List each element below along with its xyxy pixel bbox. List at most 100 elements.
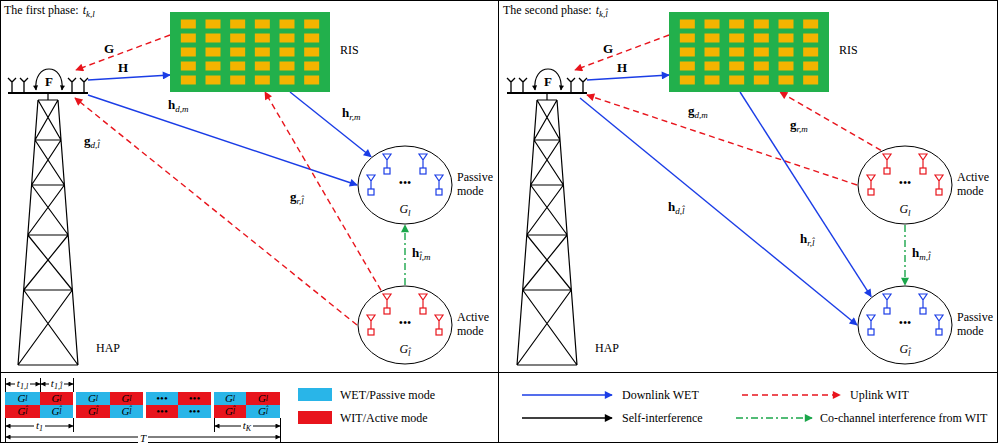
ris-element — [729, 20, 744, 29]
group-index: l — [233, 395, 235, 403]
ris-element — [206, 34, 221, 43]
ris-element — [779, 34, 794, 43]
ris-element — [230, 20, 245, 29]
user-symbol — [420, 168, 426, 174]
channel-label: G — [104, 42, 114, 55]
slot-cell: Gl — [5, 392, 40, 405]
group-symbol: G — [899, 342, 908, 356]
group-symbol: G — [51, 406, 59, 417]
ris-element — [729, 48, 744, 57]
user-group: •••Gl̂Active mode — [357, 285, 453, 365]
group-symbol: G — [17, 406, 25, 417]
group-index: l — [266, 395, 268, 403]
group-symbol: G — [225, 406, 233, 417]
group-name: Gl̂ — [857, 340, 953, 358]
legend-swatch — [298, 388, 332, 401]
group-outline — [358, 286, 452, 364]
signal-arrow — [75, 98, 357, 325]
user-symbol — [384, 168, 390, 174]
ris-element — [754, 20, 769, 29]
channel-symbol: h — [912, 245, 919, 260]
mode-label: Active mode — [457, 311, 497, 339]
signal-arrow — [88, 75, 170, 80]
group-index: l — [25, 395, 27, 403]
symbol: The second phase: — [503, 3, 592, 17]
user-symbol — [384, 308, 390, 314]
group-symbol: G — [225, 393, 233, 404]
user-symbol — [868, 329, 874, 335]
math-label: T — [138, 431, 148, 443]
ris-element — [779, 48, 794, 57]
group-outline — [858, 146, 952, 224]
ris-panel: RIS — [669, 12, 829, 92]
symbol: t — [243, 419, 246, 431]
ris-element — [280, 48, 295, 57]
signal-arrow — [780, 92, 881, 150]
user-symbol — [368, 329, 374, 335]
antenna-symbol — [867, 175, 875, 189]
group-name: Gl̂ — [357, 340, 453, 358]
mode-label: Passive mode — [457, 171, 497, 199]
legend-text: WIT/Active mode — [340, 412, 428, 424]
ris-element — [206, 48, 221, 57]
ris-element — [680, 20, 695, 29]
ris-element — [304, 62, 319, 71]
user-symbol — [920, 168, 926, 174]
group-index: l — [129, 395, 131, 403]
subscript: r,l̂ — [807, 238, 814, 248]
ris-element — [230, 34, 245, 43]
slot-cell: ••• — [178, 405, 211, 418]
ris-element — [255, 76, 270, 85]
hap-label: HAP — [595, 342, 619, 354]
ris-element — [206, 62, 221, 71]
ris-element — [779, 62, 794, 71]
ellipsis: ••• — [189, 393, 201, 404]
channel-symbol: h — [342, 105, 349, 120]
channel-symbol: H — [617, 60, 627, 75]
user-symbol — [420, 308, 426, 314]
channel-symbol: g — [84, 133, 91, 148]
ris-element — [255, 62, 270, 71]
ris-label: RIS — [340, 44, 359, 56]
channel-symbol: h — [168, 97, 175, 112]
ris-element — [803, 34, 818, 43]
ris-element — [181, 20, 196, 29]
ris-element — [280, 62, 295, 71]
math-label: The first phase:tk,l — [4, 3, 95, 19]
signal-arrow — [904, 225, 905, 285]
slot-cell: Gl — [76, 392, 110, 405]
group-index: l̂ — [96, 408, 98, 416]
ris-element — [181, 62, 196, 71]
slot-cell: Gl — [110, 392, 143, 405]
channel-label: hd,l̂ — [668, 200, 685, 216]
antenna-symbol — [883, 294, 891, 308]
ris-element — [729, 76, 744, 85]
ris-element — [181, 48, 196, 57]
ris-element — [304, 34, 319, 43]
math-label: F — [544, 75, 552, 88]
subscript: r,m — [349, 112, 360, 122]
channel-symbol: g — [790, 117, 797, 132]
channel-symbol: G — [104, 41, 114, 56]
group-index: l̂ — [266, 408, 268, 416]
channel-label: gd,l̂ — [84, 134, 100, 150]
group-index: l — [96, 395, 98, 403]
ellipsis: ••• — [857, 177, 953, 189]
group-symbol: G — [17, 393, 25, 404]
user-symbol — [936, 189, 942, 195]
ris-element — [255, 34, 270, 43]
legend-text: WET/Passive mode — [340, 389, 435, 401]
ellipsis: ••• — [357, 177, 453, 189]
group-index: l̂ — [129, 408, 131, 416]
group-name: Gl — [357, 200, 453, 218]
channel-label: hd,m — [168, 98, 188, 114]
signal-arrow — [88, 95, 357, 185]
mode-label: Active mode — [957, 171, 997, 199]
subscript: k,l̂ — [599, 9, 608, 19]
symbol: t — [17, 377, 20, 389]
group-symbol: G — [121, 406, 129, 417]
ris-element — [206, 20, 221, 29]
user-symbol — [884, 168, 890, 174]
symbol: The first phase: — [4, 3, 79, 17]
